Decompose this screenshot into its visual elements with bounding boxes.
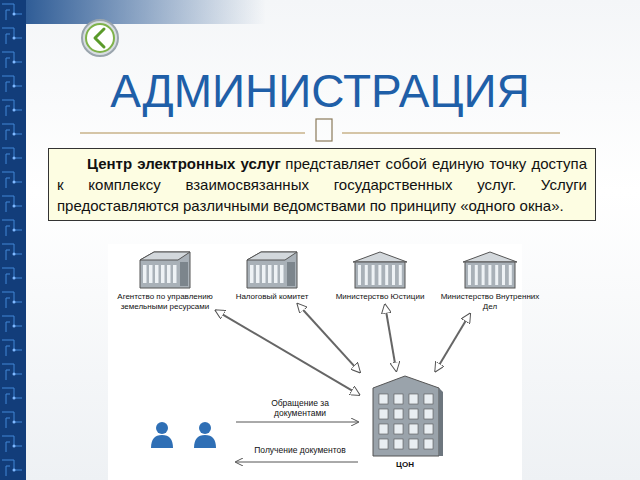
building-icon <box>459 250 521 290</box>
double-arrow <box>297 304 360 373</box>
building-label: Министерство Внутренних Дел <box>440 292 540 311</box>
double-arrow <box>435 314 470 372</box>
building-icon <box>134 250 196 290</box>
definition-text: Центр электронных услугпредставляет собо… <box>57 153 587 216</box>
building-icon <box>349 250 411 290</box>
diagram-area <box>108 244 522 480</box>
agency-building: Министерство Внутренних Дел <box>440 250 540 311</box>
double-arrow <box>385 304 396 371</box>
arrow-label: Обращение за документами <box>252 398 348 418</box>
glyph-box <box>316 119 332 141</box>
person-icon <box>151 422 216 448</box>
agency-building: Министерство Юстиции <box>332 250 428 302</box>
top-band <box>26 0 266 24</box>
building-label: ЦОН <box>362 460 448 470</box>
service-center: ЦОН <box>362 374 448 470</box>
building-label: Агентство по управлению земельными ресур… <box>117 292 213 311</box>
term: Центр электронных услуг <box>87 155 281 172</box>
building-label: Министерство Юстиции <box>332 292 428 302</box>
receive-arrow <box>236 462 358 463</box>
agency-building: Агентство по управлению земельными ресур… <box>117 250 213 311</box>
building-icon <box>241 250 303 290</box>
arrow-label: Получение документов <box>240 445 360 455</box>
circuit-strip <box>0 0 26 480</box>
agency-building: Налоговый комитет <box>224 250 320 302</box>
back-button <box>82 20 118 56</box>
building-icon <box>365 374 445 458</box>
title-rule <box>342 132 560 134</box>
request-arrow <box>236 422 358 423</box>
building-label: Налоговый комитет <box>224 292 320 302</box>
slide-title: АДМИНИСТРАЦИЯ <box>0 64 640 118</box>
definition-box: Центр электронных услугпредставляет собо… <box>48 148 596 221</box>
double-arrow <box>216 310 360 395</box>
title-rule <box>80 132 305 134</box>
